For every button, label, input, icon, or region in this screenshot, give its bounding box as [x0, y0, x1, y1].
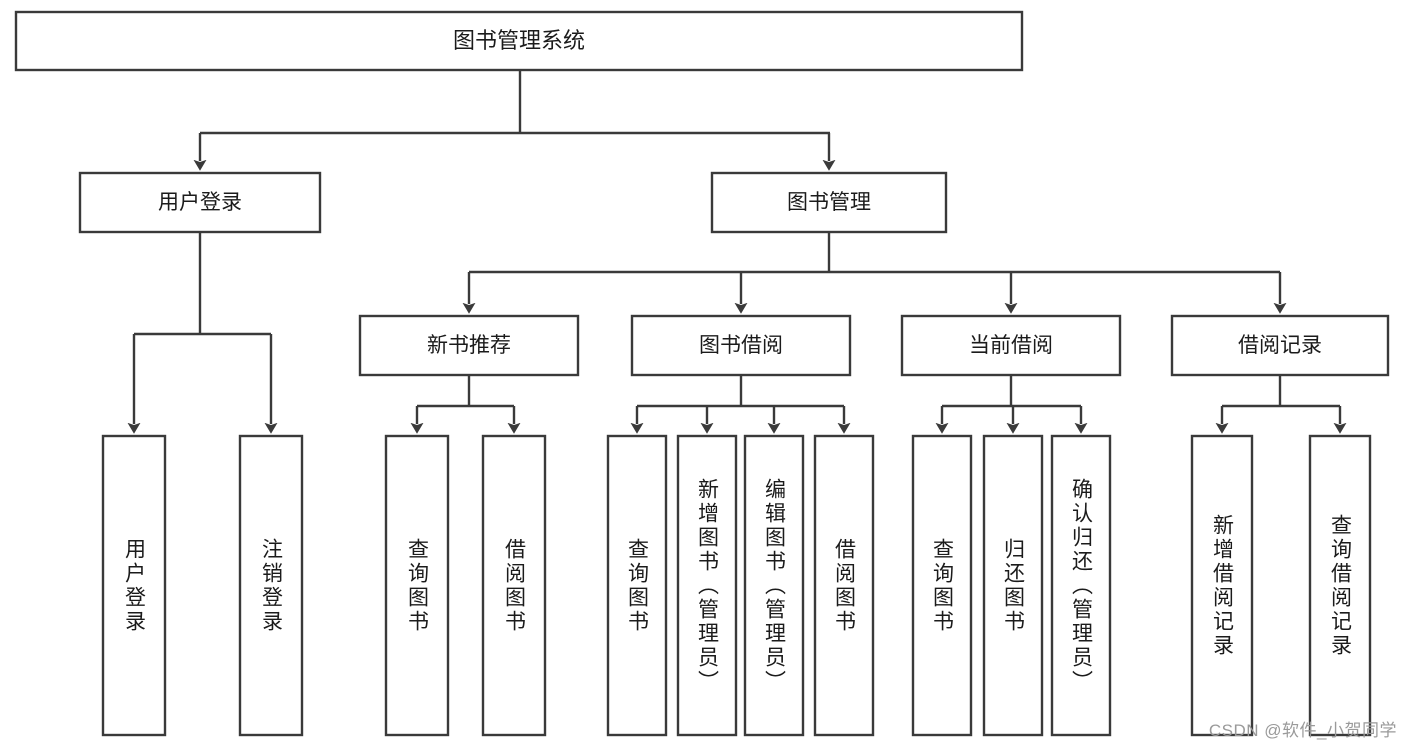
node-box-leaf-add-record[interactable] [1190, 434, 1254, 737]
node-leaf-add-record[interactable] [1190, 434, 1254, 737]
node-box-root[interactable] [14, 10, 1024, 72]
node-leaf-borrow-book-rec[interactable] [481, 434, 547, 737]
node-box-leaf-query-book-rec[interactable] [384, 434, 450, 737]
node-label-root: 图书管理系统 [453, 28, 585, 53]
node-box-leaf-add-book[interactable] [676, 434, 738, 737]
node-leaf-user-logout[interactable] [238, 434, 304, 737]
node-leaf-user-login[interactable] [101, 434, 167, 737]
node-box-leaf-user-login[interactable] [101, 434, 167, 737]
node-box-leaf-borrow-book-rec[interactable] [481, 434, 547, 737]
node-box-new-book-recommend[interactable] [358, 314, 580, 377]
node-label-book-borrow: 图书借阅 [699, 334, 783, 357]
node-leaf-confirm-return[interactable] [1050, 434, 1112, 737]
node-user-login[interactable]: 用户登录 [78, 171, 322, 234]
node-book-borrow[interactable]: 图书借阅 [630, 314, 852, 377]
node-leaf-query-book-cur[interactable] [911, 434, 973, 737]
node-label-book-manage: 图书管理 [787, 191, 871, 214]
node-box-leaf-borrow-book[interactable] [813, 434, 875, 737]
node-label-new-book-recommend: 新书推荐 [427, 334, 511, 357]
node-label-user-login: 用户登录 [158, 191, 242, 214]
connectors-layer [127, 70, 1347, 434]
node-box-leaf-query-record[interactable] [1308, 434, 1372, 737]
node-book-manage[interactable]: 图书管理 [710, 171, 948, 234]
watermark-text: CSDN @软件_小贺同学 [1208, 721, 1397, 740]
node-box-book-manage[interactable] [710, 171, 948, 234]
node-root[interactable]: 图书管理系统 [14, 10, 1024, 72]
node-leaf-return-book[interactable] [982, 434, 1044, 737]
node-box-leaf-query-book-cur[interactable] [911, 434, 973, 737]
node-box-leaf-return-book[interactable] [982, 434, 1044, 737]
node-leaf-edit-book[interactable] [743, 434, 805, 737]
node-leaf-query-record[interactable] [1308, 434, 1372, 737]
node-box-leaf-query-book-borrow[interactable] [606, 434, 668, 737]
node-new-book-recommend[interactable]: 新书推荐 [358, 314, 580, 377]
node-box-leaf-user-logout[interactable] [238, 434, 304, 737]
node-borrow-record[interactable]: 借阅记录 [1170, 314, 1390, 377]
node-leaf-borrow-book[interactable] [813, 434, 875, 737]
node-box-user-login[interactable] [78, 171, 322, 234]
node-current-borrow[interactable]: 当前借阅 [900, 314, 1122, 377]
node-box-current-borrow[interactable] [900, 314, 1122, 377]
node-leaf-query-book-borrow[interactable] [606, 434, 668, 737]
node-label-borrow-record: 借阅记录 [1238, 334, 1322, 357]
node-box-leaf-confirm-return[interactable] [1050, 434, 1112, 737]
node-label-current-borrow: 当前借阅 [969, 334, 1053, 357]
node-box-leaf-edit-book[interactable] [743, 434, 805, 737]
node-leaf-query-book-rec[interactable] [384, 434, 450, 737]
node-box-book-borrow[interactable] [630, 314, 852, 377]
node-leaf-add-book[interactable] [676, 434, 738, 737]
node-box-borrow-record[interactable] [1170, 314, 1390, 377]
